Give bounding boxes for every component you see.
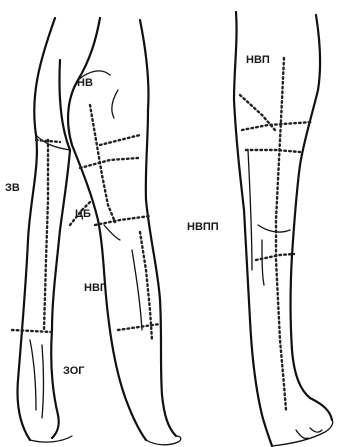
measure-line-hip-girth: [80, 158, 138, 168]
label-nvg: НВГ: [84, 282, 107, 294]
measure-line-calf-girth: [118, 324, 160, 330]
label-nvp: НВП: [246, 54, 270, 66]
label-zog: ЗОГ: [63, 365, 85, 377]
right-leg-thigh-detail: [248, 150, 264, 285]
measure-line-upper-thigh: [100, 135, 140, 145]
measure-line-knee-girth: [95, 216, 150, 225]
measure-line-zv-vertical: [44, 140, 48, 330]
right-leg-figure: [234, 12, 333, 446]
front-leg-foot: [146, 436, 181, 445]
measure-line-zog-girth: [12, 330, 52, 332]
right-leg-foot: [272, 420, 333, 446]
label-cb: ЦБ: [75, 208, 91, 220]
label-nvpp: НВПП: [187, 221, 219, 233]
front-leg-knee-crease: [104, 225, 120, 240]
left-legs-figure: [12, 18, 181, 445]
measure-line-mid-thigh-girth: [246, 150, 300, 152]
front-leg-calf-detail: [112, 90, 142, 330]
label-nv: НВ: [77, 77, 93, 89]
measure-line-inner-thigh-diagonal: [240, 95, 275, 130]
measure-line-nvp-vertical: [276, 58, 286, 410]
measure-line-back-thigh: [36, 140, 60, 142]
right-leg-inner-outline: [291, 15, 333, 420]
front-leg-back-outline: [140, 20, 176, 436]
label-zv: ЗВ: [5, 182, 20, 194]
right-leg-knee-detail: [258, 225, 290, 232]
back-leg-heel: [30, 436, 72, 442]
back-leg-outline: [18, 18, 56, 440]
measure-line-upper-thigh-girth: [242, 122, 312, 130]
back-leg-ankle-detail: [30, 340, 44, 418]
